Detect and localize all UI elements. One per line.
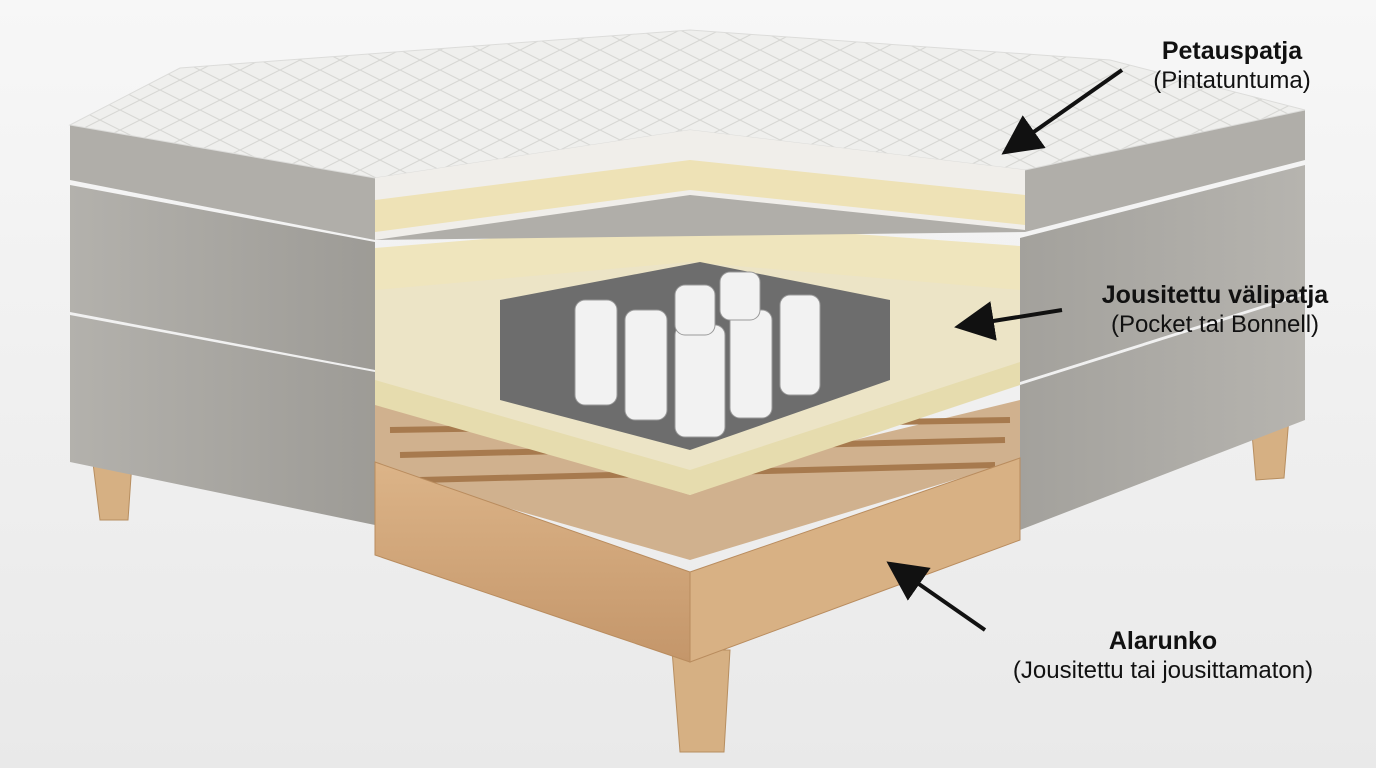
- arrow-spring-mattress: [954, 301, 1063, 341]
- label-base-frame: Alarunko (Jousitettu tai jousittamaton): [1013, 626, 1313, 686]
- label-topper: Petauspatja (Pintatuntuma): [1153, 36, 1310, 96]
- label-spring-mattress-subtitle: (Pocket tai Bonnell): [1110, 311, 1320, 338]
- upper-base-box: [70, 165, 1305, 382]
- callout-arrows: [886, 68, 1124, 632]
- label-base-frame-title: Alarunko: [1108, 627, 1218, 655]
- spring-mattress-cutaway: [375, 222, 1020, 495]
- label-spring-mattress-title: Jousitettu välipatja: [1101, 281, 1329, 309]
- label-topper-title: Petauspatja: [1161, 37, 1303, 65]
- arrow-topper: [1001, 68, 1124, 155]
- arrow-base-frame: [886, 561, 987, 632]
- lower-base-box: [70, 295, 1305, 530]
- label-base-frame-subtitle: (Jousitettu tai jousittamaton): [1012, 657, 1314, 684]
- mattress-topper: [68, 29, 1306, 240]
- label-spring-mattress: Jousitettu välipatja (Pocket tai Bonnell…: [1102, 280, 1328, 340]
- label-topper-subtitle: (Pintatuntuma): [1153, 67, 1311, 94]
